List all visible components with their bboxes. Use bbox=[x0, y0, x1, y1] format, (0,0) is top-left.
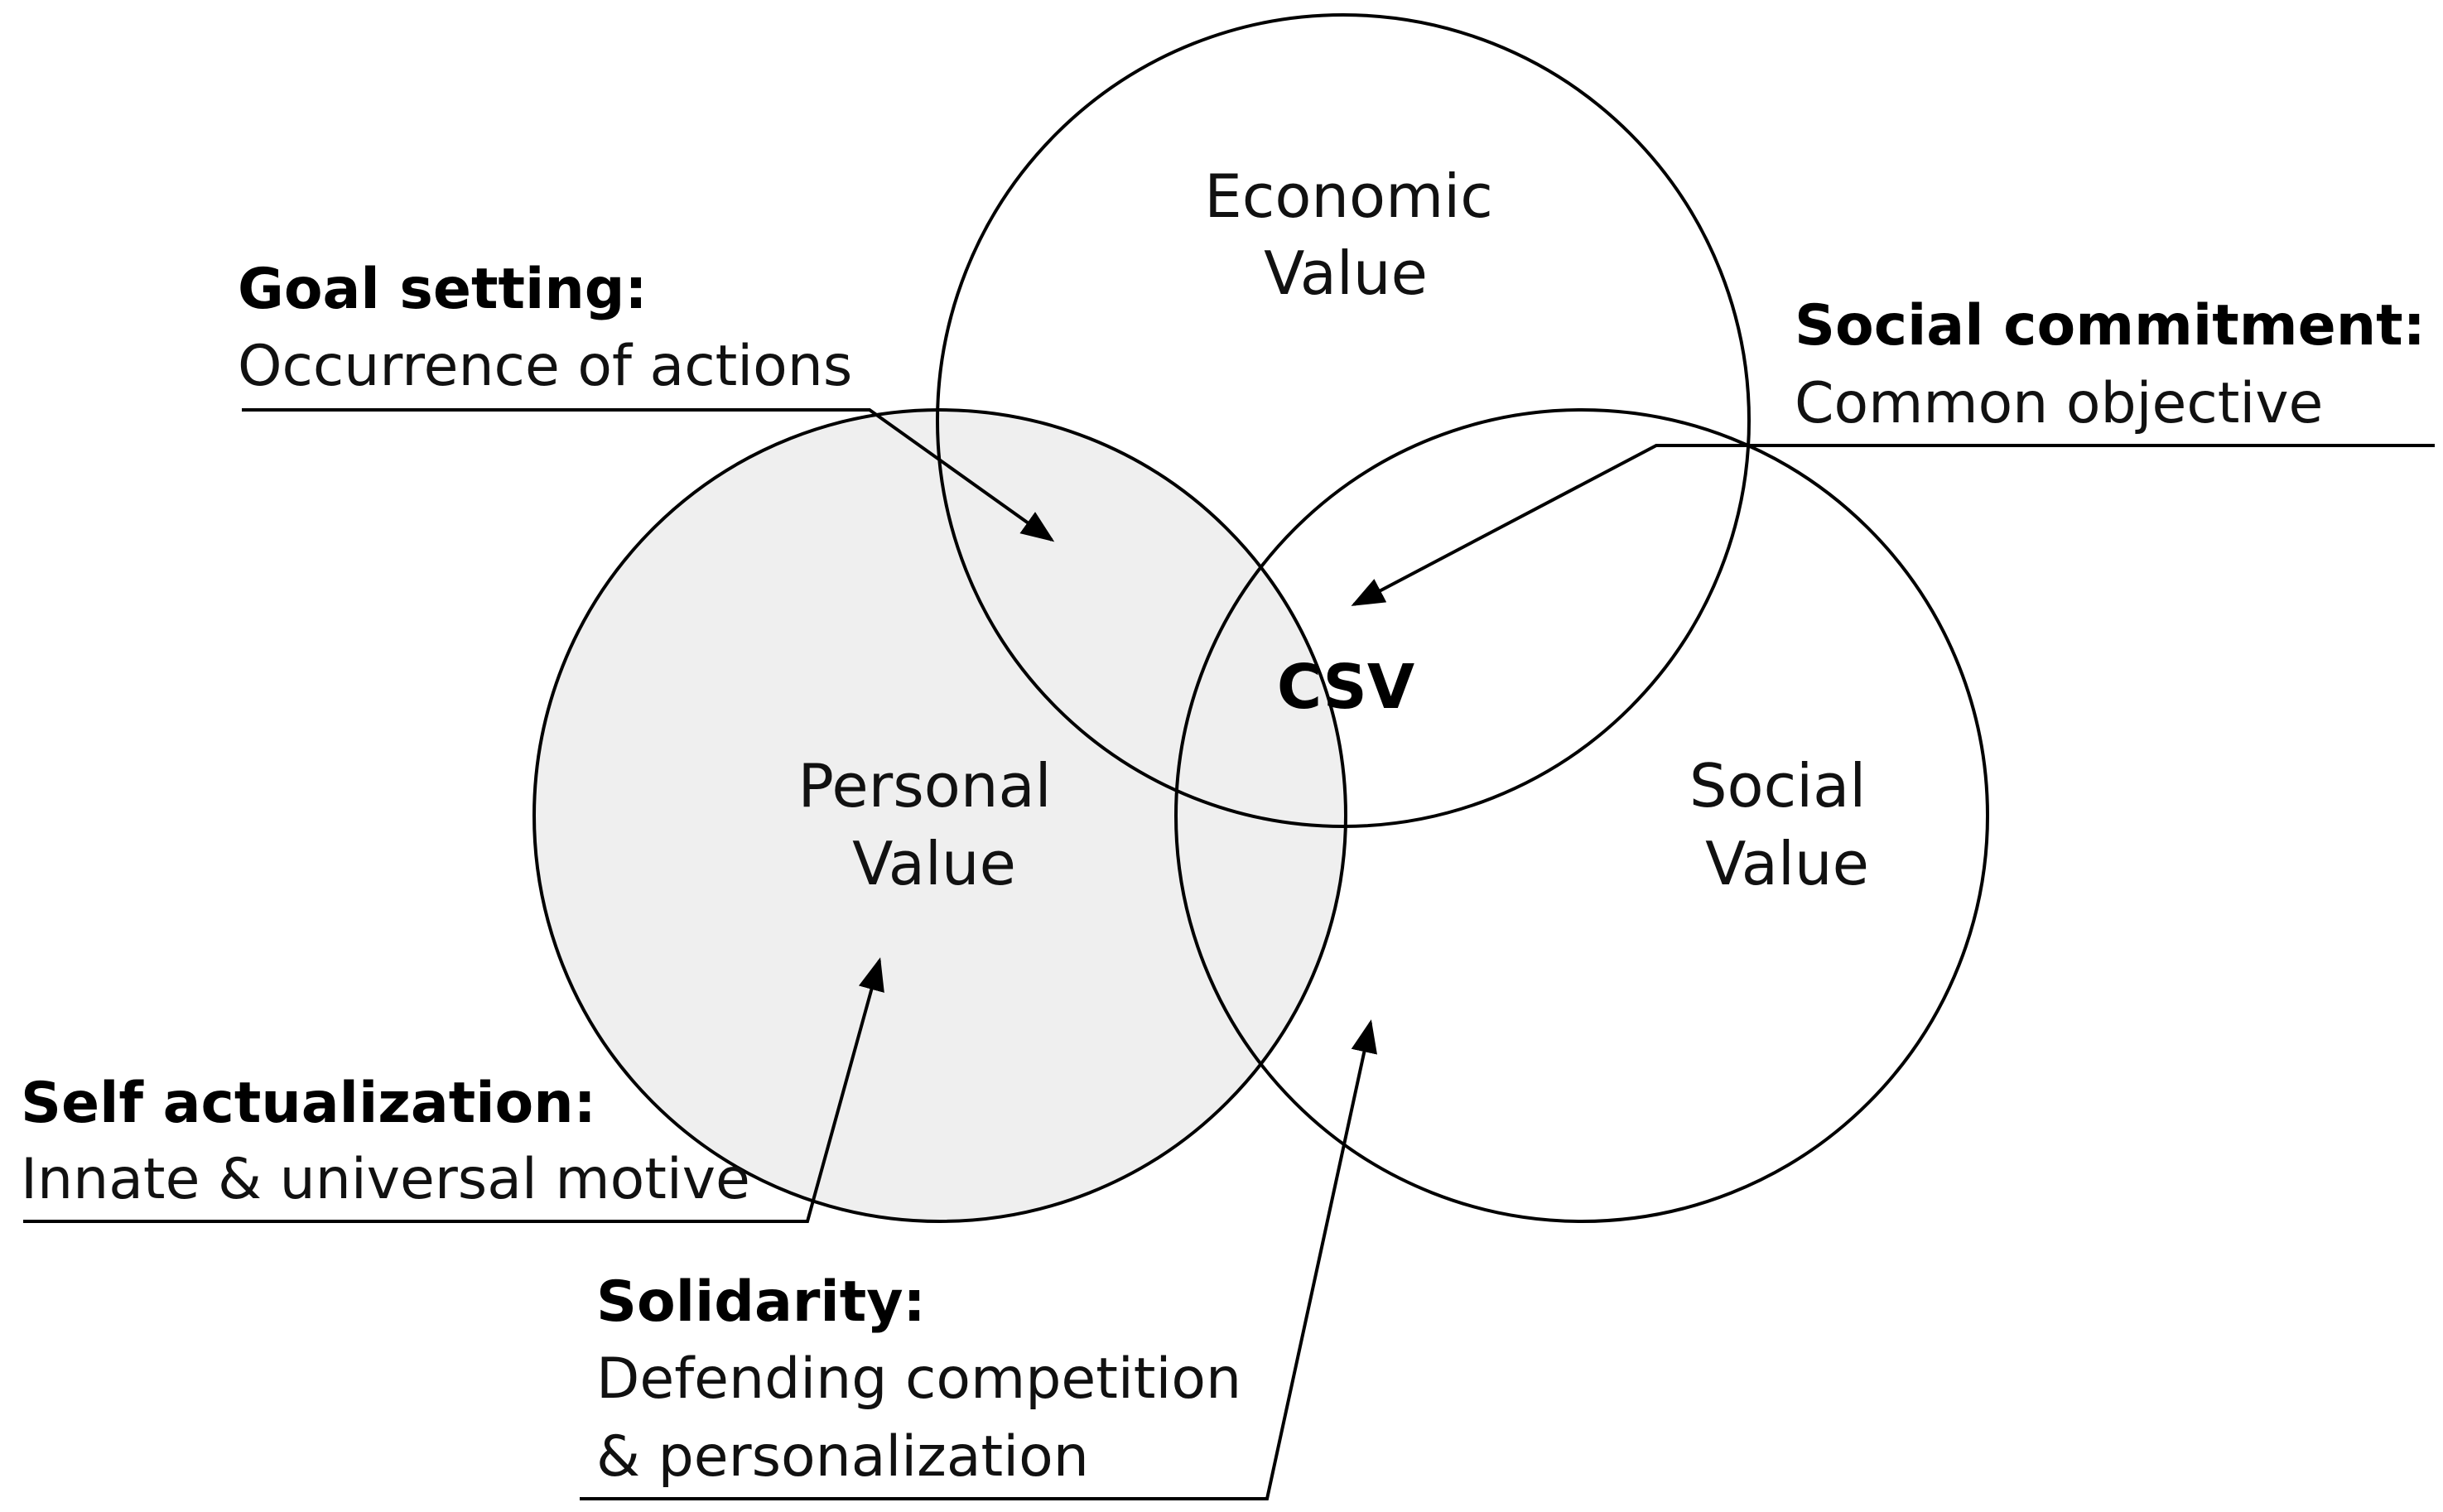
social-value-circle bbox=[1174, 408, 1989, 1223]
personal-value-circle bbox=[532, 408, 1347, 1223]
self-actualization-text: Innate & universal motive bbox=[21, 1147, 750, 1212]
economic-value-circle bbox=[936, 13, 1751, 828]
csv-center-label: CSV bbox=[1277, 652, 1414, 723]
social-commitment-text: Common objective bbox=[1795, 371, 2323, 436]
solidarity-text-line2: & personalization bbox=[596, 1424, 1089, 1490]
self-actualization-title: Self actualization: bbox=[21, 1071, 596, 1136]
personal-value-label: Personal Value bbox=[798, 751, 1071, 898]
social-commitment-title: Social commitment: bbox=[1795, 293, 2426, 359]
solidarity-title: Solidarity: bbox=[596, 1269, 926, 1335]
social-value-label: Social Value bbox=[1689, 751, 1885, 898]
goal-setting-text: Occurrence of actions bbox=[238, 334, 852, 399]
economic-value-label: Economic Value bbox=[1204, 161, 1511, 308]
goal-setting-leader bbox=[242, 408, 1055, 542]
goal-setting-title: Goal setting: bbox=[238, 257, 648, 322]
self-actualization-leader bbox=[23, 957, 884, 1223]
solidarity-leader bbox=[580, 1019, 1377, 1500]
solidarity-text-line1: Defending competition bbox=[596, 1346, 1241, 1412]
social-commitment-leader bbox=[1351, 444, 2435, 606]
